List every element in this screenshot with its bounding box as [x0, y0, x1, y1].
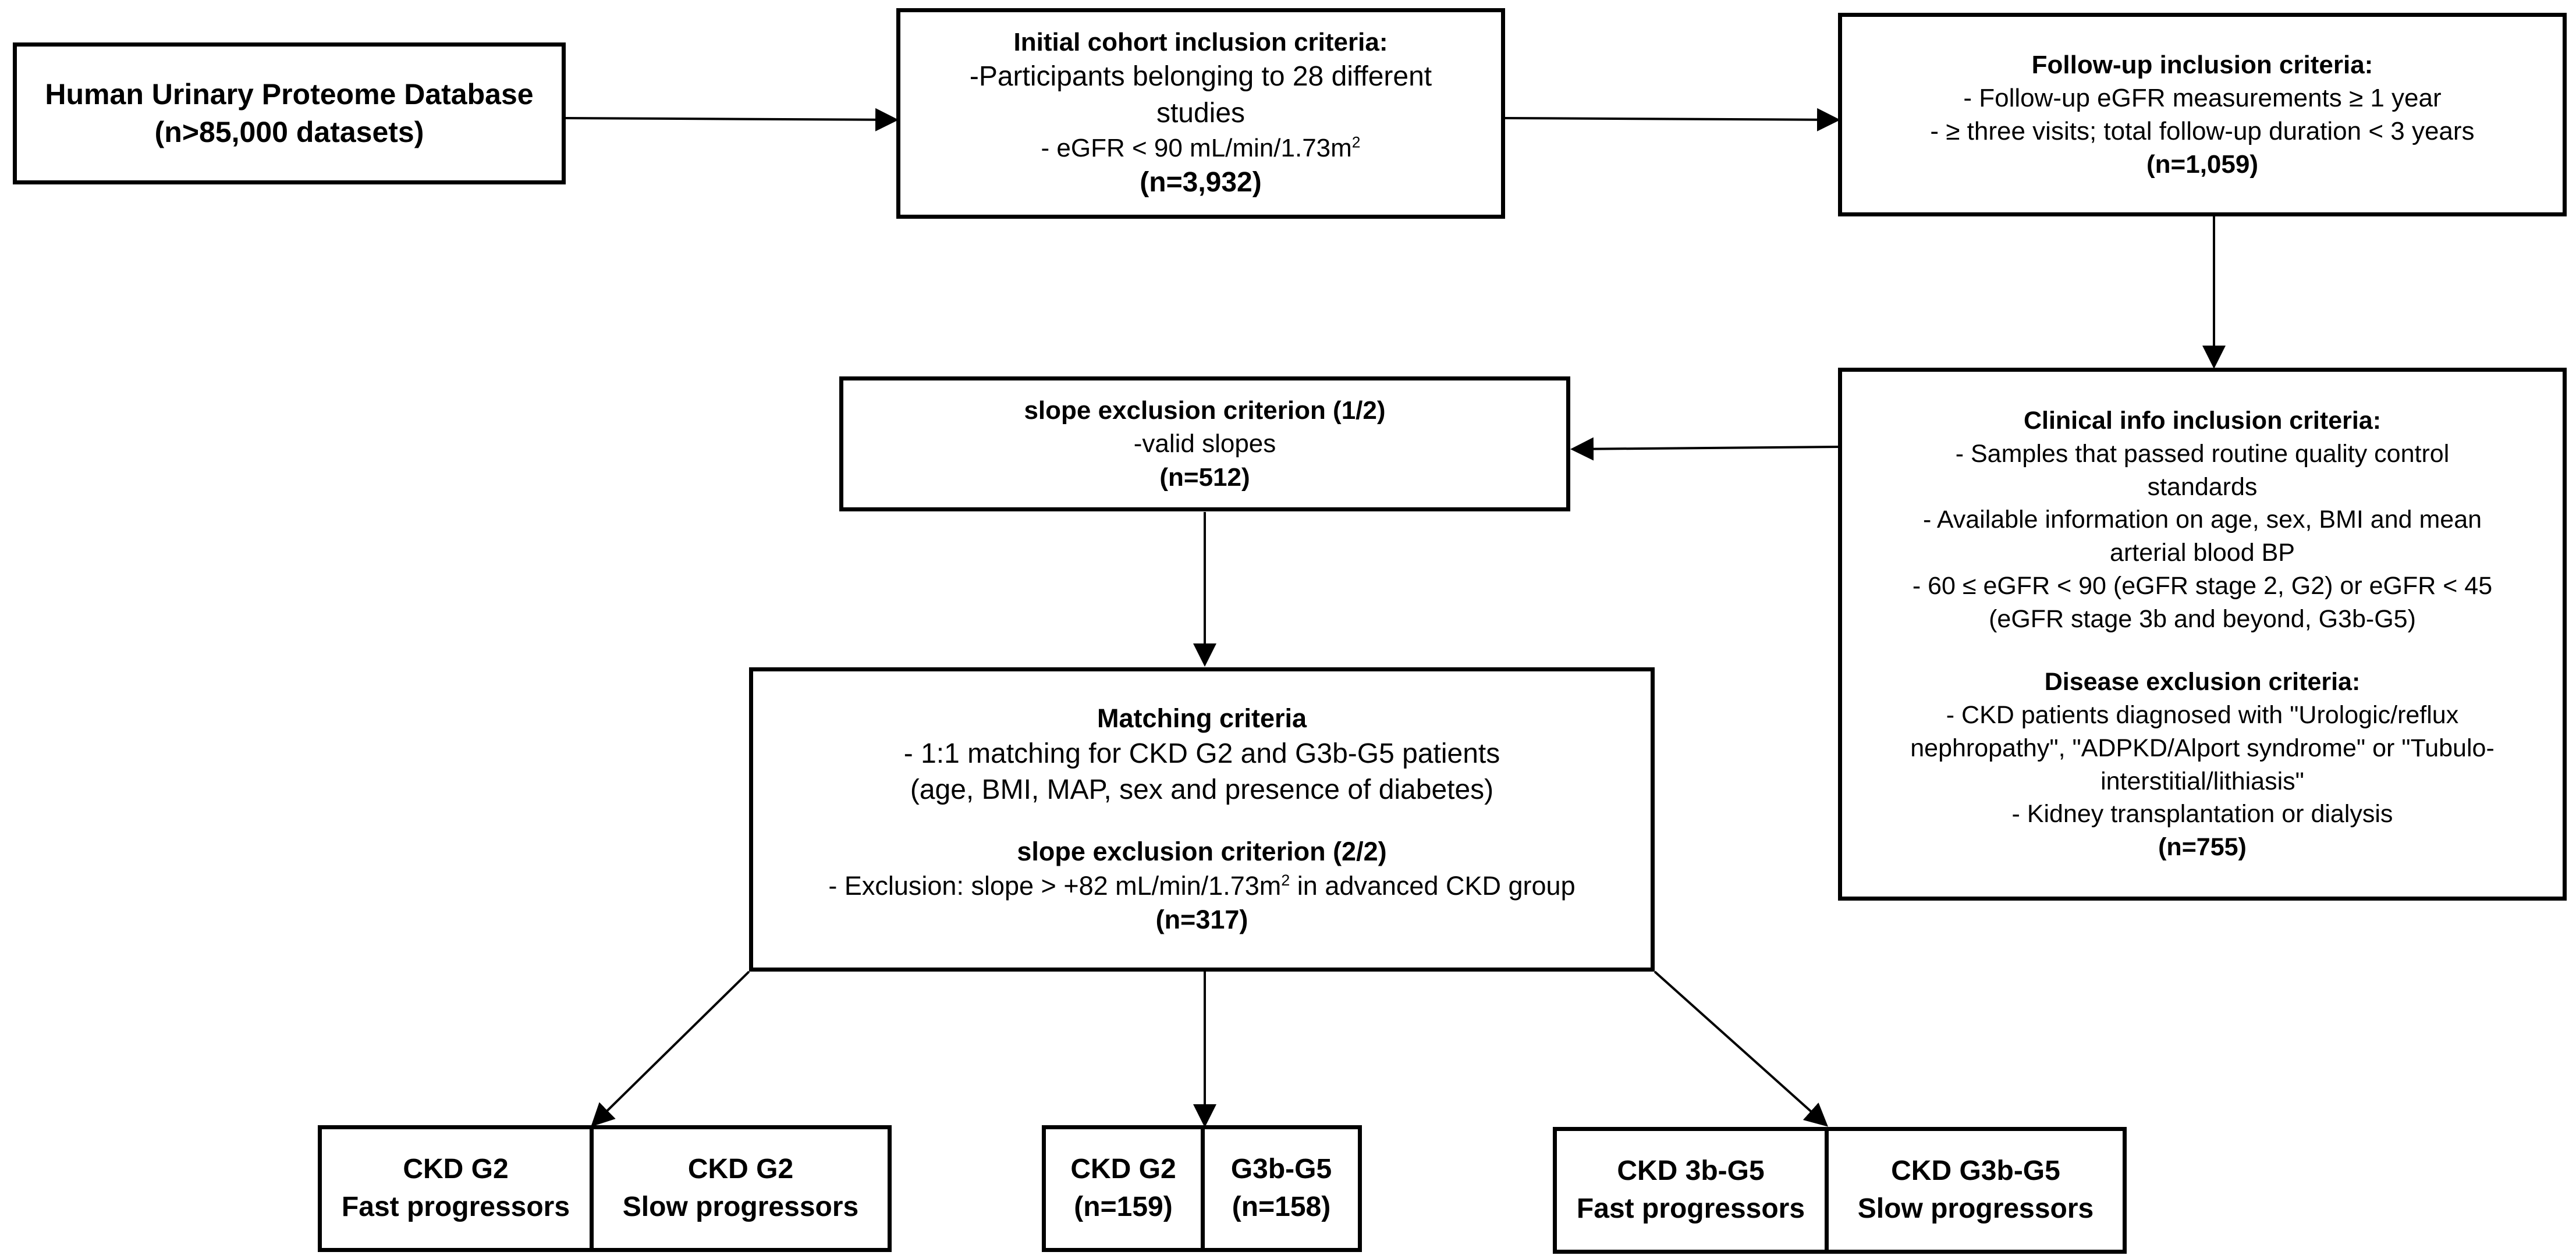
- clinical-line: standards: [2147, 472, 2258, 501]
- database-count: (n>85,000 datasets): [154, 116, 424, 148]
- slope-exclusion-1-box: slope exclusion criterion (1/2) -valid s…: [839, 376, 1570, 511]
- matching-line: (age, BMI, MAP, sex and presence of diab…: [910, 774, 1494, 805]
- slope-exclusion-2-text: - Exclusion: slope > +82 mL/min/1.73m: [828, 870, 1282, 901]
- clinical-line: - 60 ≤ eGFR < 90 (eGFR stage 2, G2) or e…: [1912, 571, 2493, 600]
- slope-exclusion-2-title: slope exclusion criterion (2/2): [1017, 837, 1387, 867]
- outcome-g3b-fast-box: CKD 3b-G5 Fast progressors: [1553, 1127, 1829, 1254]
- arrow-matching-to-left: [591, 970, 750, 1127]
- outcome-label: (n=159): [1074, 1192, 1173, 1222]
- initial-cohort-count: (n=3,932): [1140, 167, 1262, 198]
- outcome-label: (n=158): [1232, 1192, 1331, 1222]
- outcome-label: Slow progressors: [622, 1192, 859, 1222]
- outcome-label: CKD 3b-G5: [1617, 1155, 1765, 1187]
- followup-line: - Follow-up eGFR measurements ≥ 1 year: [1963, 83, 2442, 112]
- database-title: Human Urinary Proteome Database: [45, 78, 534, 111]
- followup-box: Follow-up inclusion criteria: - Follow-u…: [1838, 13, 2567, 216]
- slope-exclusion-1-title: slope exclusion criterion (1/2): [1024, 396, 1386, 425]
- clinical-line: - Samples that passed routine quality co…: [1955, 439, 2450, 468]
- outcome-label: CKD G2: [1070, 1154, 1176, 1185]
- clinical-line: - Available information on age, sex, BMI…: [1922, 506, 2482, 534]
- clinical-title: Clinical info inclusion criteria:: [2023, 407, 2382, 435]
- slope-exclusion-2-text: in advanced CKD group: [1290, 870, 1576, 901]
- initial-cohort-box: Initial cohort inclusion criteria: -Part…: [896, 8, 1505, 219]
- outcome-g2-slow-box: CKD G2 Slow progressors: [594, 1125, 892, 1252]
- disease-exclusion-line: nephropathy", "ADPKD/Alport syndrome" or…: [1910, 734, 2495, 762]
- outcome-left-pair: CKD G2 Fast progressors CKD G2 Slow prog…: [318, 1125, 892, 1252]
- initial-cohort-title: Initial cohort inclusion criteria:: [1013, 28, 1388, 57]
- clinical-line: (eGFR stage 3b and beyond, G3b-G5): [1989, 604, 2416, 633]
- arrow-clinical-to-slope1: [1570, 437, 1839, 461]
- outcome-label: Fast progressors: [1576, 1193, 1805, 1224]
- matching-count: (n=317): [1155, 905, 1248, 935]
- disease-exclusion-line: - Kidney transplantation or dialysis: [2011, 800, 2393, 828]
- outcome-label: Slow progressors: [1857, 1193, 2094, 1224]
- initial-cohort-line: studies: [1156, 97, 1246, 129]
- disease-exclusion-title: Disease exclusion criteria:: [2044, 668, 2361, 696]
- outcome-g3b-slow-box: CKD G3b-G5 Slow progressors: [1829, 1127, 2127, 1254]
- arrow-database-to-initial: [565, 108, 899, 131]
- initial-cohort-egfr-text: - eGFR < 90 mL/min/1.73m: [1041, 134, 1352, 163]
- followup-count: (n=1,059): [2146, 150, 2258, 179]
- clinical-box: Clinical info inclusion criteria: - Samp…: [1838, 368, 2567, 901]
- outcome-label: G3b-G5: [1230, 1154, 1332, 1185]
- outcome-label: CKD G2: [403, 1154, 509, 1185]
- followup-line: - ≥ three visits; total follow-up durati…: [1930, 117, 2475, 145]
- initial-cohort-egfr-line: - eGFR < 90 mL/min/1.73m2: [1041, 131, 1361, 165]
- outcome-middle-pair: CKD G2 (n=159) G3b-G5 (n=158): [1042, 1125, 1362, 1252]
- followup-title: Follow-up inclusion criteria:: [2031, 50, 2373, 79]
- outcome-label: Fast progressors: [341, 1192, 570, 1222]
- outcome-label: CKD G2: [687, 1154, 794, 1185]
- clinical-count: (n=755): [2158, 833, 2247, 862]
- slope-exclusion-2-line: - Exclusion: slope > +82 mL/min/1.73m2 i…: [828, 869, 1575, 904]
- outcome-g2-fast-box: CKD G2 Fast progressors: [318, 1125, 594, 1252]
- outcome-g2-count-box: CKD G2 (n=159): [1042, 1125, 1205, 1252]
- slope-exclusion-1-line: -valid slopes: [1133, 429, 1276, 458]
- disease-exclusion-line: - CKD patients diagnosed with "Urologic/…: [1946, 701, 2459, 730]
- outcome-g3b-count-box: G3b-G5 (n=158): [1205, 1125, 1362, 1252]
- outcome-right-pair: CKD 3b-G5 Fast progressors CKD G3b-G5 Sl…: [1553, 1127, 2127, 1254]
- initial-cohort-line: -Participants belonging to 28 different: [969, 61, 1432, 93]
- superscript: 2: [1281, 871, 1290, 889]
- arrow-initial-to-followup: [1505, 108, 1840, 131]
- matching-line: - 1:1 matching for CKD G2 and G3b-G5 pat…: [903, 738, 1500, 769]
- matching-box: Matching criteria - 1:1 matching for CKD…: [749, 667, 1655, 972]
- clinical-line: arterial blood BP: [2110, 539, 2295, 567]
- matching-title: Matching criteria: [1097, 703, 1307, 734]
- disease-exclusion-line: interstitial/lithiasis": [2100, 767, 2304, 795]
- arrow-matching-to-right: [1654, 970, 1828, 1127]
- slope-exclusion-1-count: (n=512): [1159, 463, 1250, 492]
- outcome-label: CKD G3b-G5: [1891, 1155, 2060, 1187]
- database-box: Human Urinary Proteome Database (n>85,00…: [13, 42, 566, 184]
- superscript: 2: [1351, 133, 1361, 151]
